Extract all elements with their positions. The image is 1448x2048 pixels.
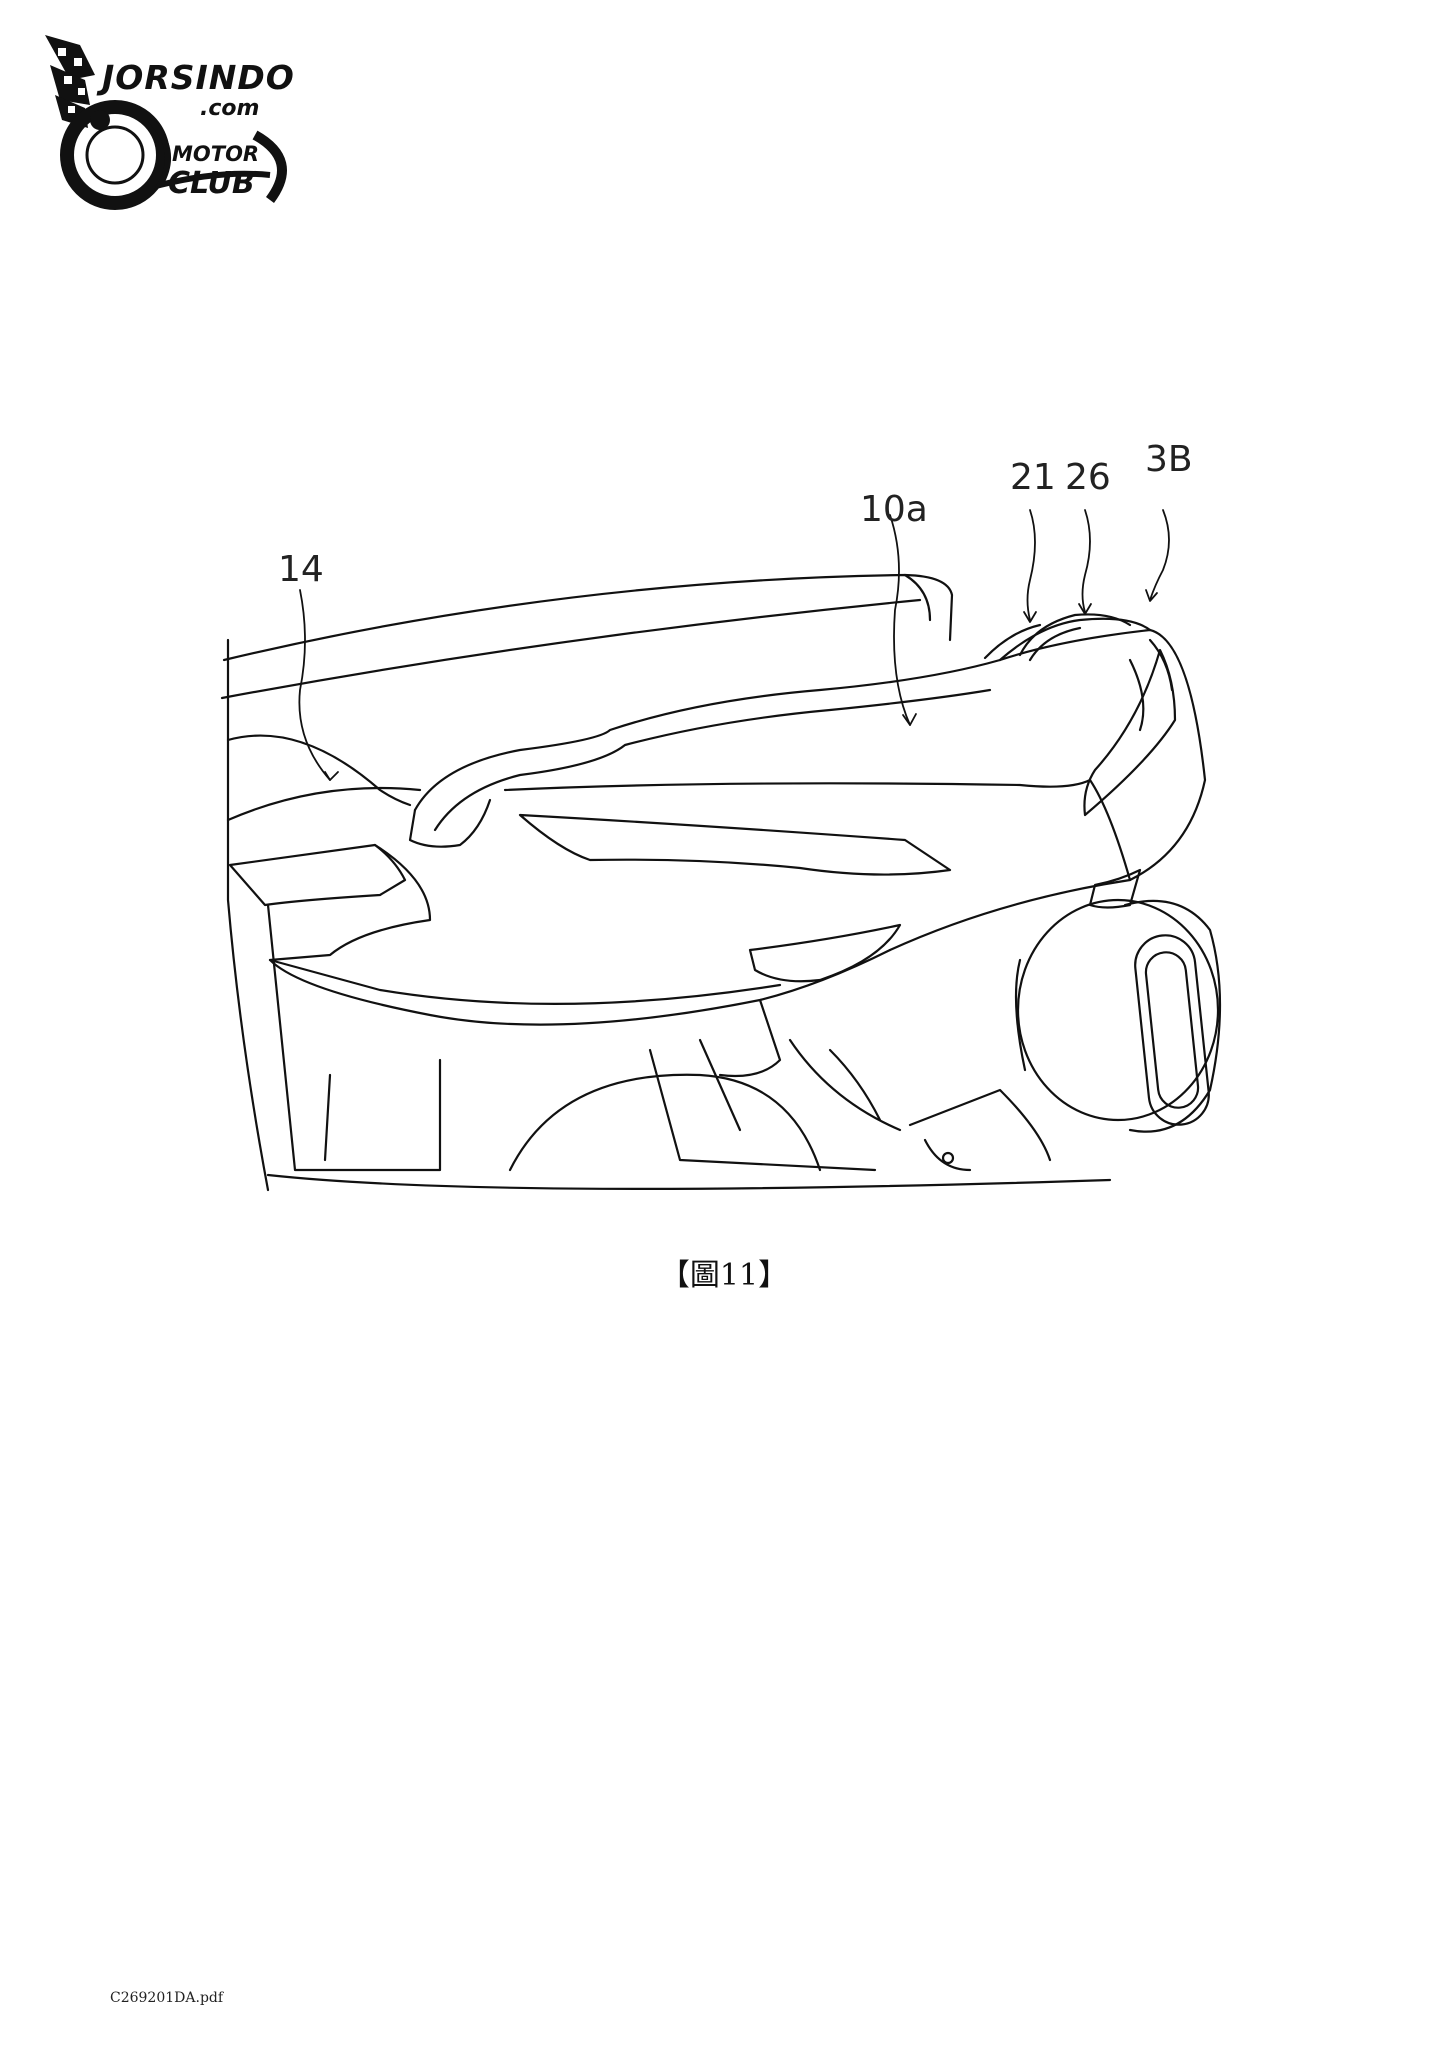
logo-motor-text: MOTOR (172, 142, 260, 166)
logo-club-text: CLUB (168, 166, 255, 201)
logo-domain-text: .com (200, 96, 260, 121)
reference-label-3B: 3B (1145, 439, 1193, 480)
fender-stripe (518, 813, 952, 876)
frame-edge-left (226, 638, 270, 1192)
reference-label-14: 14 (278, 549, 324, 590)
muffler (1014, 898, 1222, 1133)
rear-fender-body (268, 617, 1207, 1078)
reference-label-10a: 10a (860, 489, 928, 530)
reference-label-21: 21 (1010, 457, 1056, 498)
grab-rail (1018, 613, 1132, 662)
footer-filename: C269201DA.pdf (110, 1990, 224, 2006)
rear-frame (266, 1038, 1112, 1190)
patent-drawing (220, 509, 1222, 1192)
reflector-bracket (1088, 868, 1142, 909)
reference-label-26: 26 (1065, 457, 1111, 498)
logo-brand-text: JORSINDO (102, 58, 295, 97)
side-cover (226, 734, 442, 1172)
seat (220, 573, 954, 700)
leader-lines (298, 509, 1170, 781)
tail-lamp (1083, 638, 1177, 817)
logo: JORSINDO .com MOTOR CLUB (40, 20, 310, 210)
logo-emblem (45, 35, 287, 210)
under-fin (748, 923, 902, 983)
figure-caption: 【圖11】 (659, 1258, 789, 1293)
